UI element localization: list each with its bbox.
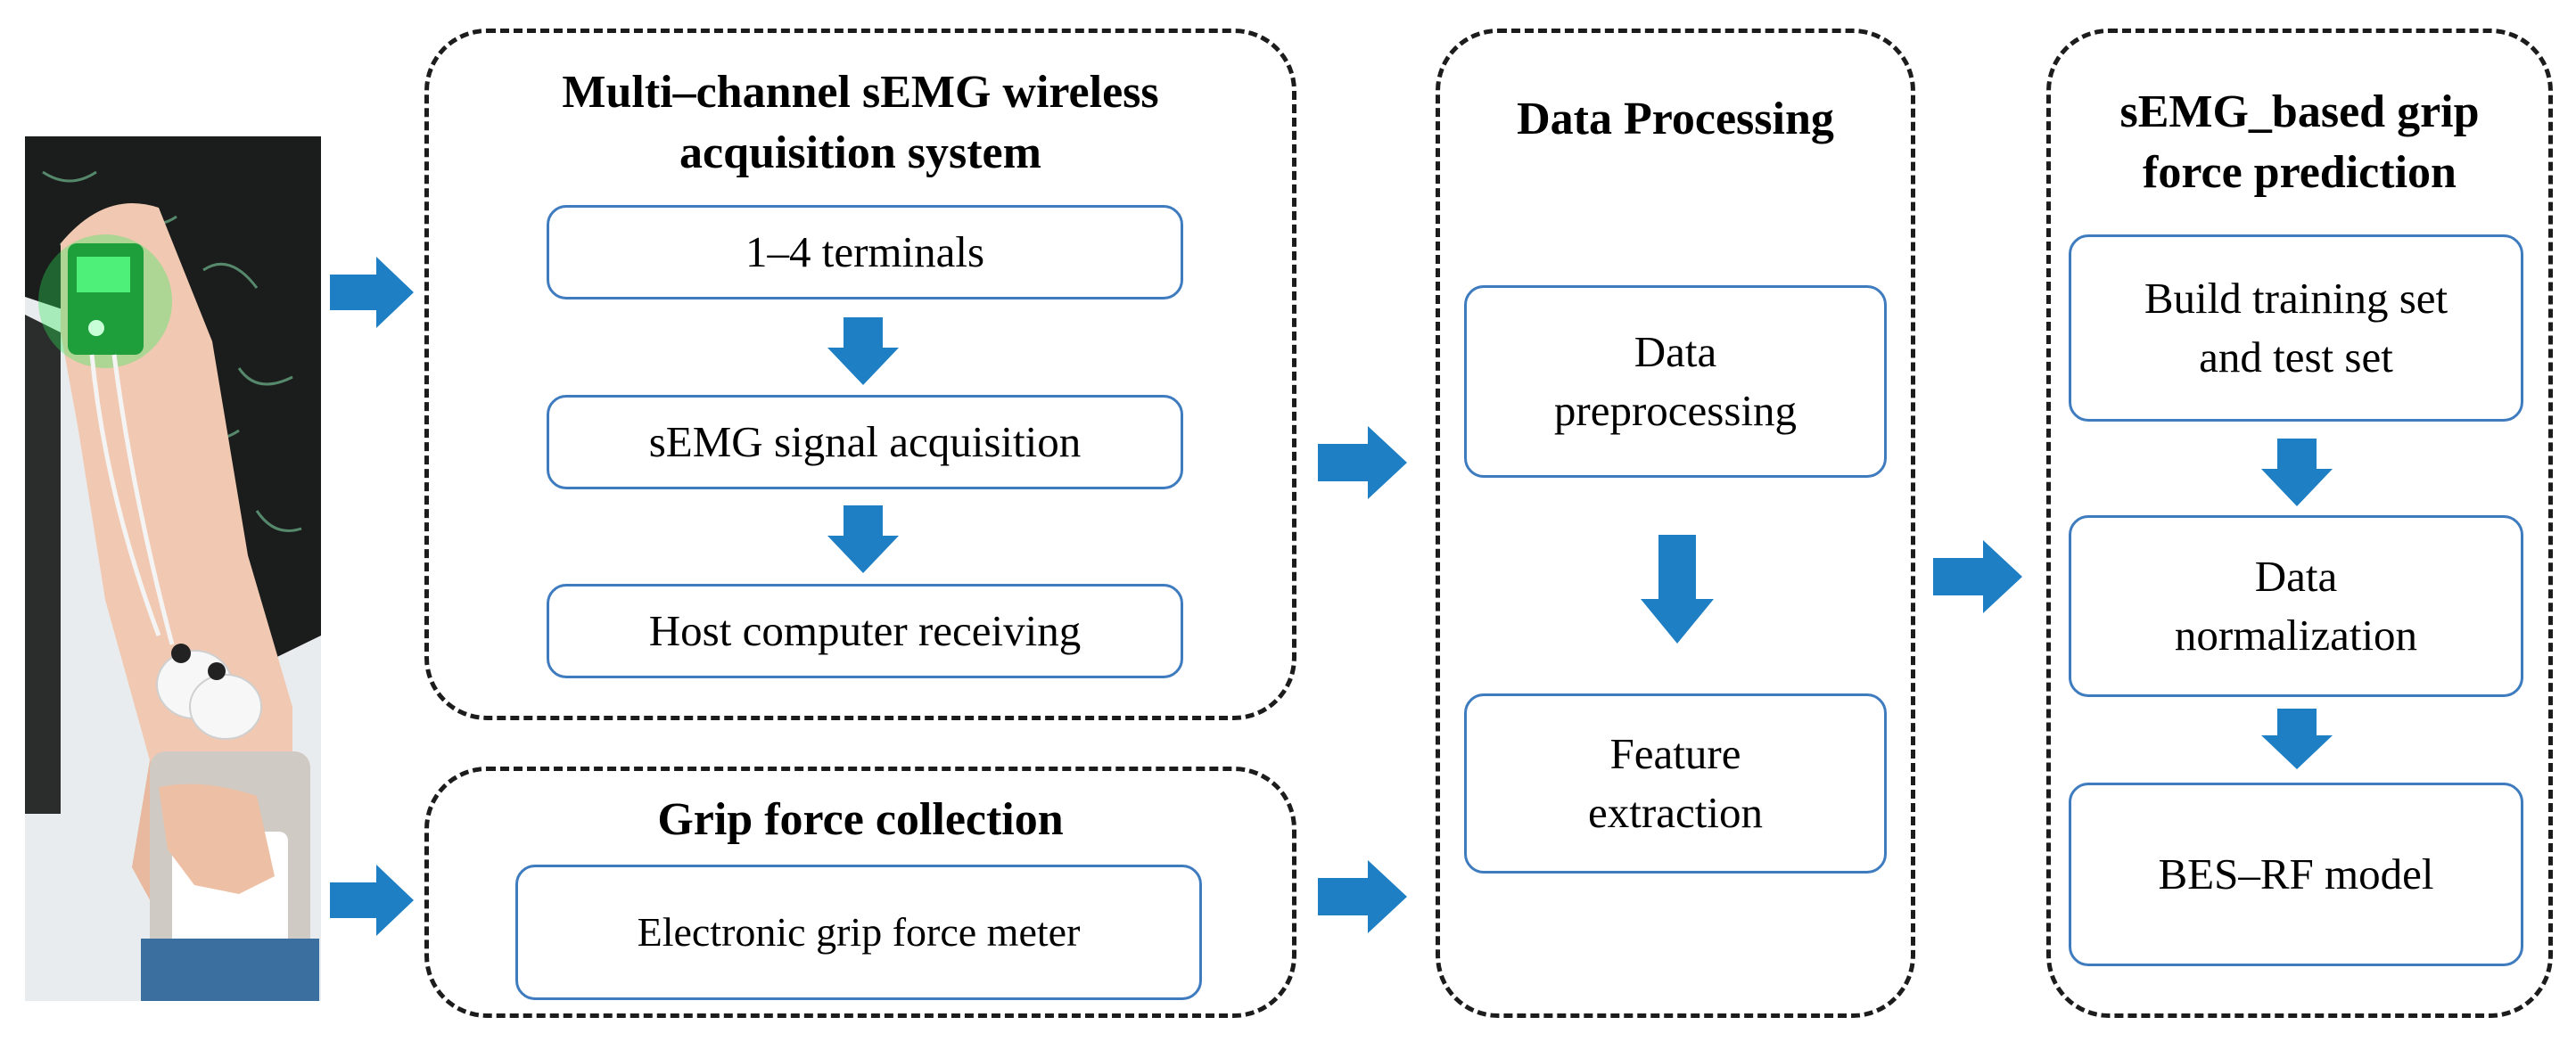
arrow-acquisition-to-processing <box>1318 426 1407 499</box>
arrow-grip-to-processing <box>1318 860 1407 933</box>
acquisition-title: Multi–channel sEMG wireless acquisition … <box>562 67 1159 178</box>
signal-acquisition-box: sEMG signal acquisition <box>547 395 1183 489</box>
arrow-down-4 <box>2261 709 2333 769</box>
grip-meter-box: Electronic grip force meter <box>515 865 1202 1000</box>
arrow-preprocessing-to-feature <box>1641 535 1714 644</box>
arrow-down-2 <box>827 505 899 573</box>
training-set-box: Build training set and test set <box>2069 234 2523 422</box>
arrow-photo-to-grip <box>330 865 414 936</box>
grip-group <box>424 767 1296 1018</box>
arrow-photo-to-acquisition <box>330 257 414 328</box>
prediction-group <box>2046 29 2553 1018</box>
arrow-down-1 <box>827 317 899 385</box>
processing-group <box>1436 29 1915 1018</box>
acquisition-group <box>424 29 1296 720</box>
normalization-box: Data normalization <box>2069 515 2523 697</box>
terminals-box: 1–4 terminals <box>547 205 1183 299</box>
grip-title: Grip force collection <box>657 794 1064 845</box>
processing-title: Data Processing <box>1517 94 1834 144</box>
prediction-title: sEMG_based grip force prediction <box>2119 86 2480 198</box>
arm-sensor-photo <box>25 136 321 1001</box>
arrow-down-3 <box>2261 439 2333 506</box>
feature-extraction-box: Feature extraction <box>1464 693 1887 874</box>
model-box: BES–RF model <box>2069 783 2523 966</box>
arrow-processing-to-prediction <box>1933 540 2022 613</box>
host-computer-box: Host computer receiving <box>547 584 1183 678</box>
preprocessing-box: Data preprocessing <box>1464 285 1887 478</box>
